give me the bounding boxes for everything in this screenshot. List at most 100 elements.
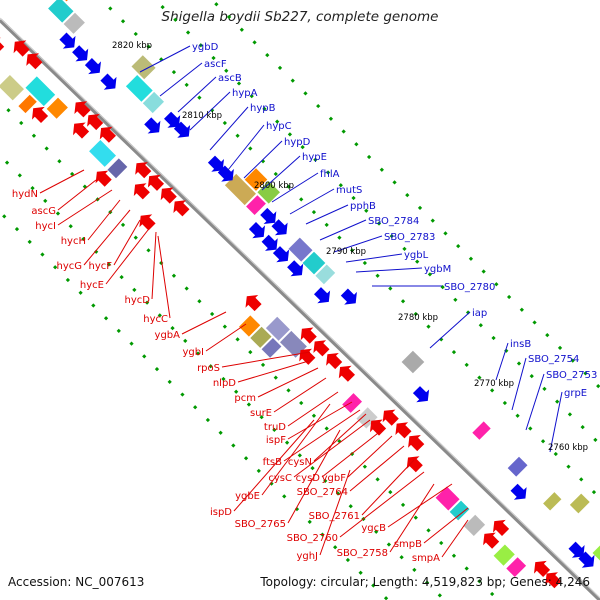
reverse-gene-label: cysD [296, 473, 321, 484]
tick-mark [171, 273, 177, 278]
reverse-gene-label-leader [87, 199, 121, 241]
tick-mark [405, 193, 410, 198]
feature-block [257, 181, 280, 204]
reverse-gene-label: cysN [288, 457, 312, 468]
forward-gene-arrow [314, 287, 331, 304]
tick-mark [540, 439, 546, 444]
reverse-gene-label: ftsB [263, 457, 282, 468]
reverse-gene-label-leader [205, 323, 247, 352]
feature-block [63, 12, 85, 34]
tick-mark [364, 208, 369, 213]
tick-mark [286, 184, 291, 189]
tick-mark [180, 392, 185, 397]
tick-mark [374, 529, 379, 534]
reverse-gene-label-leader [57, 179, 97, 211]
feature-block [401, 350, 425, 374]
feature-block [239, 315, 261, 337]
reverse-gene-label: ygbA [155, 330, 181, 341]
feature-block [449, 500, 470, 521]
tick-mark [222, 120, 227, 126]
feature-block [507, 456, 528, 477]
tick-mark [427, 272, 433, 277]
tick-mark [362, 464, 367, 469]
tick-mark [287, 132, 293, 137]
tick-mark [167, 379, 172, 384]
tick-mark [57, 159, 62, 164]
feature-block [592, 545, 600, 561]
tick-mark [235, 337, 240, 342]
tick-mark [392, 180, 397, 185]
tick-mark [341, 129, 346, 134]
forward-gene-label: iap [472, 308, 487, 319]
tick-mark [389, 234, 394, 239]
reverse-gene-arrow [300, 327, 317, 344]
tick-mark [248, 350, 253, 355]
tick-mark [415, 259, 420, 264]
reverse-gene-label: hycE [80, 280, 104, 291]
tick-mark [43, 198, 48, 203]
tick-mark [375, 477, 380, 482]
tick-mark [133, 31, 138, 37]
reverse-gene-arrow [87, 114, 104, 131]
tick-mark [14, 226, 20, 232]
tick-mark [388, 490, 393, 495]
reverse-gene-label: ygbE [235, 491, 260, 502]
feature-block [265, 316, 290, 341]
tick-mark [328, 116, 334, 121]
tick-mark [197, 299, 202, 304]
reverse-gene-label: SBO_2764 [297, 487, 348, 498]
tick-mark [350, 248, 355, 253]
tick-mark [65, 277, 71, 283]
tick-mark [366, 154, 372, 160]
reverse-gene-arrow [408, 435, 425, 452]
tick-mark [142, 354, 147, 359]
reverse-gene-label-leader [361, 459, 415, 516]
forward-gene-label: pphB [350, 201, 376, 212]
feature-block [250, 326, 272, 348]
reverse-gene-label: yghJ [296, 551, 318, 562]
feature-block [356, 407, 378, 429]
tick-mark [205, 417, 211, 423]
tick-mark [307, 519, 312, 524]
reverse-gene-label-leader [151, 231, 157, 300]
tick-mark [596, 383, 600, 389]
reverse-gene-arrow [73, 122, 90, 139]
forward-gene-arrow [340, 288, 357, 305]
reverse-gene-label: nlpD [213, 378, 236, 389]
tick-mark [259, 415, 264, 420]
reverse-gene-label-leader [83, 209, 131, 266]
tick-mark [119, 275, 124, 280]
tick-mark [185, 30, 191, 35]
forward-gene-arrow [100, 73, 117, 90]
tick-mark [286, 388, 291, 393]
feature-block [131, 55, 156, 80]
tick-mark [19, 120, 24, 126]
reverse-gene-label: ygcB [361, 523, 386, 534]
forward-gene-arrow [59, 32, 76, 49]
feature-block [463, 514, 486, 536]
tick-mark [170, 325, 175, 331]
tick-mark [303, 91, 308, 96]
forward-gene-label-leader [189, 91, 231, 131]
reverse-gene-label-leader [347, 435, 393, 478]
tick-mark [567, 412, 573, 417]
tick-mark [310, 465, 315, 471]
tick-mark [477, 375, 482, 380]
reverse-gene-arrow [313, 340, 330, 357]
tick-mark [532, 320, 537, 325]
tick-mark [108, 6, 113, 11]
tick-mark [311, 413, 317, 418]
forward-gene-arrow [271, 219, 288, 236]
reverse-gene-label-leader [237, 359, 313, 383]
tick-mark [570, 358, 575, 363]
feature-block [142, 91, 164, 114]
tick-mark [243, 456, 249, 461]
forward-gene-label: SBO_2784 [368, 216, 419, 227]
reverse-gene-arrow [545, 572, 562, 589]
reverse-gene-label: ascG [31, 206, 56, 217]
tick-mark [464, 566, 469, 571]
tick-mark [591, 490, 597, 495]
reverse-gene-label: pcm [234, 393, 256, 404]
